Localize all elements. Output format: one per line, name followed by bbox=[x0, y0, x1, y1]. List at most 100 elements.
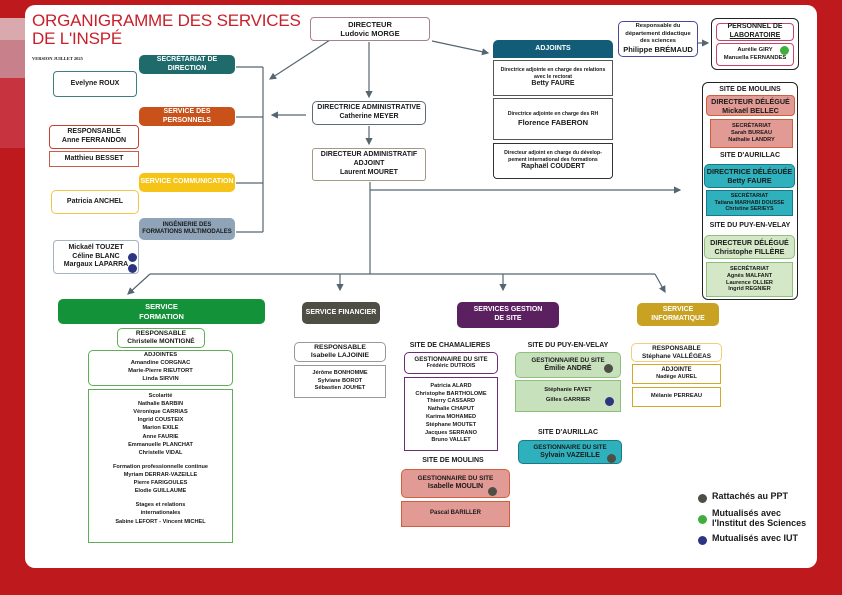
formation-adjoint: Amandine CORGNAC bbox=[130, 360, 191, 367]
financier-responsable[interactable]: RESPONSABLE Isabelle LAJOINIE bbox=[294, 342, 386, 362]
aurillac-secretariat[interactable]: SECRÉTARIAT Tatiana MARHABI DOUSSE Chris… bbox=[706, 190, 793, 216]
formation-responsable[interactable]: RESPONSABLE Christelle MONTIGNÉ bbox=[117, 328, 205, 348]
lab-header-1: PERSONNEL DE bbox=[727, 23, 783, 31]
gestion-puy-role: GESTIONNAIRE DU SITE bbox=[531, 356, 605, 364]
scolarite-member: Nathalie BARBIN bbox=[137, 401, 184, 408]
formation-adjoints-label: ADJOINTES bbox=[143, 352, 178, 359]
personnel-member[interactable]: Matthieu BESSET bbox=[49, 151, 139, 167]
informatique-header-2: INFORMATIQUE bbox=[651, 314, 705, 322]
lab-header[interactable]: PERSONNEL DE LABORATOIRE bbox=[716, 23, 794, 41]
gestion-puy-members[interactable]: Stéphanie FAYET Gilles GARRIER bbox=[515, 380, 621, 412]
stages-members: Sabine LEFORT - Vincent MICHEL bbox=[115, 518, 206, 525]
admin-director-box[interactable]: DIRECTRICE ADMINISTRATIVE Catherine MEYE… bbox=[312, 101, 426, 125]
legend-iut: Mutualisés avec IUT bbox=[698, 533, 798, 545]
ingenierie-header[interactable]: INGÉNIERIE DES FORMATIONS MULTIMODALES bbox=[139, 218, 235, 240]
fpc-member: Elodie GUILLAUME bbox=[134, 488, 187, 495]
personnel-responsable[interactable]: RESPONSABLE Anne FERRANDON bbox=[49, 125, 139, 149]
gestion-header-2: DE SITE bbox=[494, 315, 522, 322]
adjoint-role-1: Directrice adjointe en charge des RH bbox=[507, 111, 599, 118]
gestion-header-1: SERVICES GESTION bbox=[473, 306, 543, 314]
gestion-aurillac-gestionnaire[interactable]: GESTIONNAIRE DU SITE Sylvain VAZEILLE bbox=[518, 440, 622, 464]
chamalieres-gestionnaire[interactable]: GESTIONNAIRE DU SITE Frédéric DUTROIS bbox=[404, 352, 498, 374]
gestion-moulins-member[interactable]: Pascal BARILLER bbox=[401, 501, 510, 527]
gestion-puy-label: SITE DU PUY-EN-VELAY bbox=[527, 342, 609, 349]
site-puy-label: SITE DU PUY-EN-VELAY bbox=[709, 222, 791, 229]
adjoints-header[interactable]: ADJOINTS bbox=[493, 40, 613, 58]
personnel-header[interactable]: SERVICE DES PERSONNELS bbox=[139, 107, 235, 126]
formation-staff[interactable]: Scolarité Nathalie BARBIN Véronique CARR… bbox=[88, 389, 233, 543]
moulins-sec-label: SECRÉTARIAT bbox=[732, 123, 771, 130]
adjoint-item[interactable]: Directrice adjointe en charge des relati… bbox=[493, 60, 613, 96]
financier-resp-name: Isabelle LAJOINIE bbox=[310, 352, 370, 359]
gestion-aurillac-label: SITE D'AURILLAC bbox=[538, 429, 598, 436]
puy-secretariat[interactable]: SECRÉTARIAT Agnès MALFANT Laurence OLLIE… bbox=[706, 262, 793, 297]
puy-dir-role: DIRECTEUR DÉLÉGUÉ bbox=[710, 238, 789, 247]
science-dept-name: Philippe BRÉMAUD bbox=[623, 45, 693, 55]
gestion-puy-name: Émilie ANDRÉ bbox=[544, 364, 592, 372]
fpc-label: Formation professionnelle continue bbox=[112, 463, 209, 470]
gestion-aurillac-name: Sylvain VAZEILLE bbox=[540, 451, 600, 459]
moulins-director[interactable]: DIRECTEUR DÉLÉGUÉ Mickaël BELLEC bbox=[706, 95, 795, 116]
aurillac-dir-role: DIRECTRICE DÉLÉGUÉE bbox=[706, 167, 793, 176]
informatique-resp-role: RESPONSABLE bbox=[652, 344, 701, 352]
director-box[interactable]: DIRECTEUR Ludovic MORGE bbox=[310, 17, 430, 41]
financier-resp-role: RESPONSABLE bbox=[314, 343, 366, 351]
adjoint-name: Raphaël COUDERT bbox=[521, 163, 585, 171]
chamalieres-member: Bruno VALLET bbox=[431, 437, 471, 444]
aurillac-director[interactable]: DIRECTRICE DÉLÉGUÉE Betty FAURE bbox=[704, 164, 795, 188]
informatique-adjointe-name: Nadège AUREL bbox=[656, 374, 697, 381]
formation-header[interactable]: SERVICE FORMATION bbox=[58, 299, 265, 324]
gestion-header[interactable]: SERVICES GESTION DE SITE bbox=[457, 302, 559, 328]
title-line-2: DE L'INSPÉ bbox=[32, 29, 123, 49]
puy-sec-member: Laurence OLLIER bbox=[726, 279, 773, 286]
moulins-secretariat[interactable]: SECRÉTARIAT Sarah BUREAU Nathalie LANDRY bbox=[710, 119, 793, 148]
scolarite-label: Scolarité bbox=[148, 393, 173, 399]
legend-sciences-label-1: Mutualisés avec bbox=[712, 508, 782, 518]
financier-members[interactable]: Jérôme BONHOMME Sylviane BOROT Sébastien… bbox=[294, 365, 386, 398]
informatique-responsable[interactable]: RESPONSABLE Stéphane VALLÉGEAS bbox=[631, 343, 722, 362]
chamalieres-role: GESTIONNAIRE DU SITE bbox=[414, 355, 488, 363]
adjoint-item[interactable]: Directrice adjointe en charge des RH Flo… bbox=[493, 98, 613, 140]
puy-director[interactable]: DIRECTEUR DÉLÉGUÉ Christophe FILLÈRE bbox=[704, 235, 795, 259]
fpc-member: Pierre FARIGOULES bbox=[133, 480, 188, 487]
puy-sec-member: Agnès MALFANT bbox=[726, 272, 773, 279]
ingenierie-members[interactable]: Mickaël TOUZET Céline BLANC Margaux LAPA… bbox=[53, 240, 139, 274]
aurillac-sec-member: Christine SERIEYS bbox=[725, 206, 774, 213]
informatique-header[interactable]: SERVICE INFORMATIQUE bbox=[637, 303, 719, 326]
legend-sciences-text: Mutualisés avec l'Institut des Sciences bbox=[712, 508, 806, 529]
chamalieres-name: Frédéric DUTROIS bbox=[426, 363, 476, 370]
informatique-header-1: SERVICE bbox=[662, 305, 694, 313]
adjoint-item[interactable]: Directeur adjoint en charge du dévelop- … bbox=[493, 143, 613, 179]
moulins-sec-member: Sarah BUREAU bbox=[730, 130, 773, 136]
chamalieres-label: SITE DE CHAMALIERES bbox=[409, 342, 491, 349]
chamalieres-members[interactable]: Patricia ALARD Christophe BARTHOLOME Thi… bbox=[404, 377, 498, 451]
formation-adjointes[interactable]: ADJOINTES Amandine CORGNAC Marie-Pierre … bbox=[88, 350, 233, 386]
informatique-adjointe[interactable]: ADJOINTE Nadège AUREL bbox=[632, 364, 721, 384]
communication-header[interactable]: SERVICE COMMUNICATION bbox=[139, 173, 235, 192]
formation-header-2: FORMATION bbox=[139, 311, 184, 321]
deputy-admin-director-box[interactable]: DIRECTEUR ADMINISTRATIF ADJOINT Laurent … bbox=[312, 148, 426, 181]
chamalieres-member: Jacques SERRANO bbox=[425, 429, 477, 436]
financier-header[interactable]: SERVICE FINANCIER bbox=[302, 302, 380, 324]
chamalieres-member: Stéphane MOUTET bbox=[425, 421, 477, 428]
secretariat-header[interactable]: SECRÉTARIAT DE DIRECTION bbox=[139, 55, 235, 74]
deputy-role-1: DIRECTEUR ADMINISTRATIF bbox=[320, 151, 418, 159]
personnel-resp-role: RESPONSABLE bbox=[67, 128, 121, 136]
formation-resp-role: RESPONSABLE bbox=[135, 329, 187, 337]
secretariat-member[interactable]: Evelyne ROUX bbox=[53, 71, 137, 97]
informatique-member[interactable]: Mélanie PERREAU bbox=[632, 387, 721, 407]
science-dept-box[interactable]: Responsable du département didactique de… bbox=[618, 21, 698, 57]
gestion-puy-member: Gilles GARRIER bbox=[545, 397, 591, 403]
gestion-puy-gestionnaire[interactable]: GESTIONNAIRE DU SITE Émilie ANDRÉ bbox=[515, 352, 621, 378]
admin-director-name: Catherine MEYER bbox=[339, 113, 399, 120]
legend-ppt: Rattachés au PPT bbox=[698, 491, 788, 503]
adjoint-role-2: avec le rectorat bbox=[533, 73, 573, 80]
adjoint-role-2: pement international des formations bbox=[508, 156, 598, 163]
scolarite-member: Emmanuelle PLANCHAT bbox=[128, 441, 193, 448]
admin-director-role: DIRECTRICE ADMINISTRATIVE bbox=[317, 104, 421, 112]
adjoint-role-1: Directrice adjointe en charge des relati… bbox=[500, 67, 606, 74]
gestion-aurillac-role: GESTIONNAIRE DU SITE bbox=[533, 443, 607, 451]
communication-member[interactable]: Patricia ANCHEL bbox=[51, 190, 139, 214]
lab-members[interactable]: Aurélie GIRY Manuella FERNANDES bbox=[716, 43, 794, 66]
scolarite-member: Anne FAURIE bbox=[142, 433, 179, 440]
